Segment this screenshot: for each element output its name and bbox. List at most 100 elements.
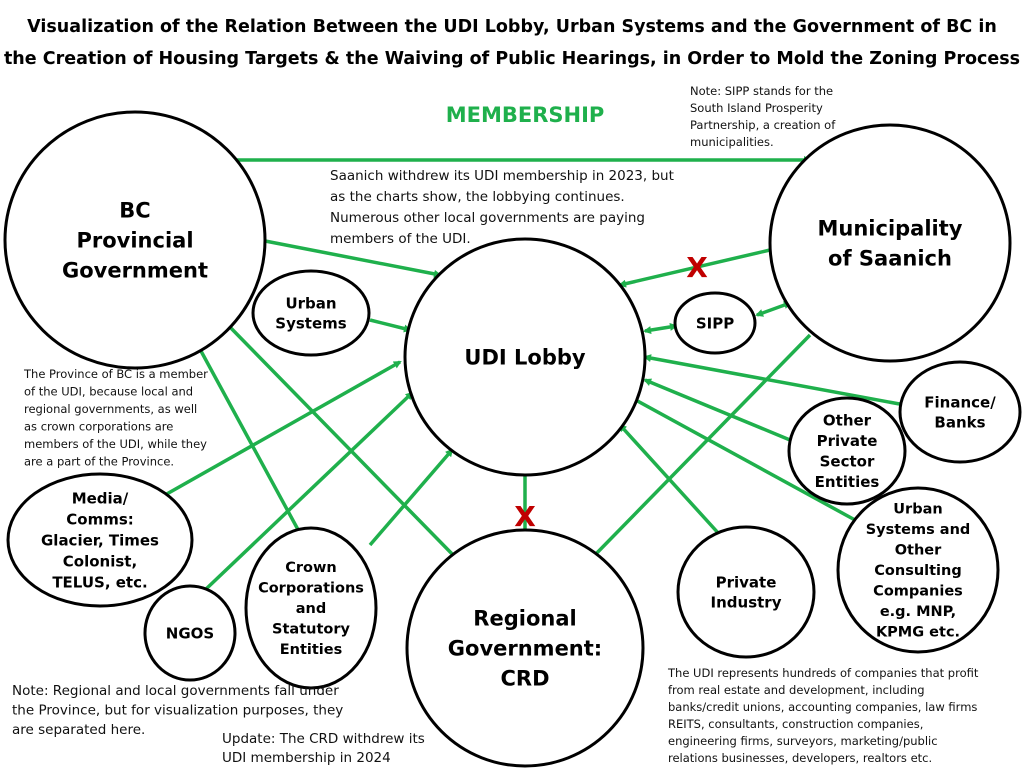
node-label: Entities xyxy=(815,473,880,491)
node-label: Comms: xyxy=(66,510,134,528)
note-line: Partnership, a creation of xyxy=(690,118,836,132)
node-label: NGOS xyxy=(166,624,214,642)
note-line: engineering firms, surveyors, marketing/… xyxy=(668,734,938,748)
note-line: as the charts show, the lobbying continu… xyxy=(330,189,625,205)
node-label: Consulting xyxy=(874,563,961,579)
node-label: Colonist, xyxy=(63,552,137,570)
node-label: Media/ xyxy=(72,489,129,507)
saanich-withdrawn-x-mark: X xyxy=(686,251,708,284)
note-line: UDI membership in 2024 xyxy=(222,750,391,766)
note-saanich: Saanich withdrew its UDI membership in 2… xyxy=(330,168,674,247)
note-line: Numerous other local governments are pay… xyxy=(330,210,645,226)
node-label: Municipality xyxy=(818,217,963,241)
node-label: BC xyxy=(119,199,150,223)
node-label: Entities xyxy=(280,642,343,658)
node-label: CRD xyxy=(500,667,549,691)
note-line: relations businesses, developers, realto… xyxy=(668,751,932,765)
sipp-saanich-arrow xyxy=(755,301,792,317)
other-private-to-udi-arrow xyxy=(643,378,791,442)
consulting-to-udi-arrow xyxy=(630,396,856,522)
node-label: Urban xyxy=(285,294,336,312)
node-circle xyxy=(787,396,907,506)
note-line: Note: Regional and local governments fal… xyxy=(12,683,339,699)
node-circle xyxy=(898,360,1022,464)
node-circle xyxy=(768,123,1012,363)
node-circle xyxy=(6,472,194,608)
node-label: Statutory xyxy=(272,622,350,638)
note-line: Saanich withdrew its UDI membership in 2… xyxy=(330,168,674,184)
node-label: Other xyxy=(823,412,872,430)
node-label: Private xyxy=(817,432,878,450)
node-label: Provincial xyxy=(76,229,193,253)
node-label: Industry xyxy=(711,593,782,611)
node-label: Corporations xyxy=(258,581,364,597)
node-finance: Finance/Banks xyxy=(898,360,1022,464)
sipp-udi-arrow xyxy=(643,323,678,334)
urban-systems-to-udi-arrow xyxy=(369,318,412,333)
node-circle xyxy=(143,584,237,682)
note-line: from real estate and development, includ… xyxy=(668,683,925,697)
node-label: Urban xyxy=(893,502,942,518)
node-label: Systems xyxy=(275,314,346,332)
node-label: Banks xyxy=(934,413,985,431)
media-to-udi-arrow xyxy=(164,360,402,497)
note-line: banks/credit unions, accounting companie… xyxy=(668,700,977,714)
node-sipp: SIPP xyxy=(673,291,757,355)
node-circle xyxy=(244,526,378,690)
node-label: Companies xyxy=(873,584,963,600)
title-line-1: Visualization of the Relation Between th… xyxy=(27,17,997,37)
node-label: of Saanich xyxy=(828,247,952,271)
bc-crown-arrow xyxy=(193,338,304,539)
saanich-to-regional-arrow xyxy=(588,333,812,562)
note-line: The UDI represents hundreds of companies… xyxy=(667,666,979,680)
note-line: regional governments, as well xyxy=(24,402,197,416)
node-label: Systems and xyxy=(866,522,971,538)
note-line: Note: SIPP stands for the xyxy=(690,84,833,98)
node-label: UDI Lobby xyxy=(464,346,585,370)
node-label: Crown xyxy=(285,560,336,576)
node-label: e.g. MNP, xyxy=(880,604,956,620)
node-label: Government: xyxy=(448,637,602,661)
finance-to-udi-arrow xyxy=(643,354,906,407)
node-label: TELUS, etc. xyxy=(52,573,147,591)
note-line: are separated here. xyxy=(12,722,145,738)
title-line-2: the Creation of Housing Targets & the Wa… xyxy=(4,49,1020,69)
note-line: as crown corporations are xyxy=(24,420,173,434)
node-circle xyxy=(251,269,371,357)
note-line: The Province of BC is a member xyxy=(23,367,208,381)
node-label: SIPP xyxy=(696,314,734,332)
node-udi: UDI Lobby xyxy=(403,237,647,477)
note-udi: The UDI represents hundreds of companies… xyxy=(667,666,979,765)
node-circle xyxy=(3,110,267,370)
saanich-to-udi-arrow xyxy=(618,248,771,288)
node-circle xyxy=(676,525,816,659)
node-label: Private xyxy=(716,573,777,591)
node-label: Finance/ xyxy=(924,393,996,411)
membership-label: MEMBERSHIP xyxy=(446,103,605,127)
node-circle xyxy=(836,486,1000,654)
node-label: and xyxy=(296,601,327,617)
bc-to-udi-arrow xyxy=(259,238,442,278)
note-line: members of the UDI. xyxy=(330,231,471,247)
node-label: Glacier, Times xyxy=(41,531,159,549)
note-line: REITS, consultants, construction compani… xyxy=(668,717,923,731)
node-label: KPMG etc. xyxy=(876,625,960,641)
note-regional: Note: Regional and local governments fal… xyxy=(12,683,343,738)
node-label: Government xyxy=(62,259,208,283)
node-ngos: NGOS xyxy=(143,584,237,682)
arrows xyxy=(164,156,906,592)
note-line: are a part of the Province. xyxy=(24,455,174,469)
node-label: Other xyxy=(895,543,942,559)
